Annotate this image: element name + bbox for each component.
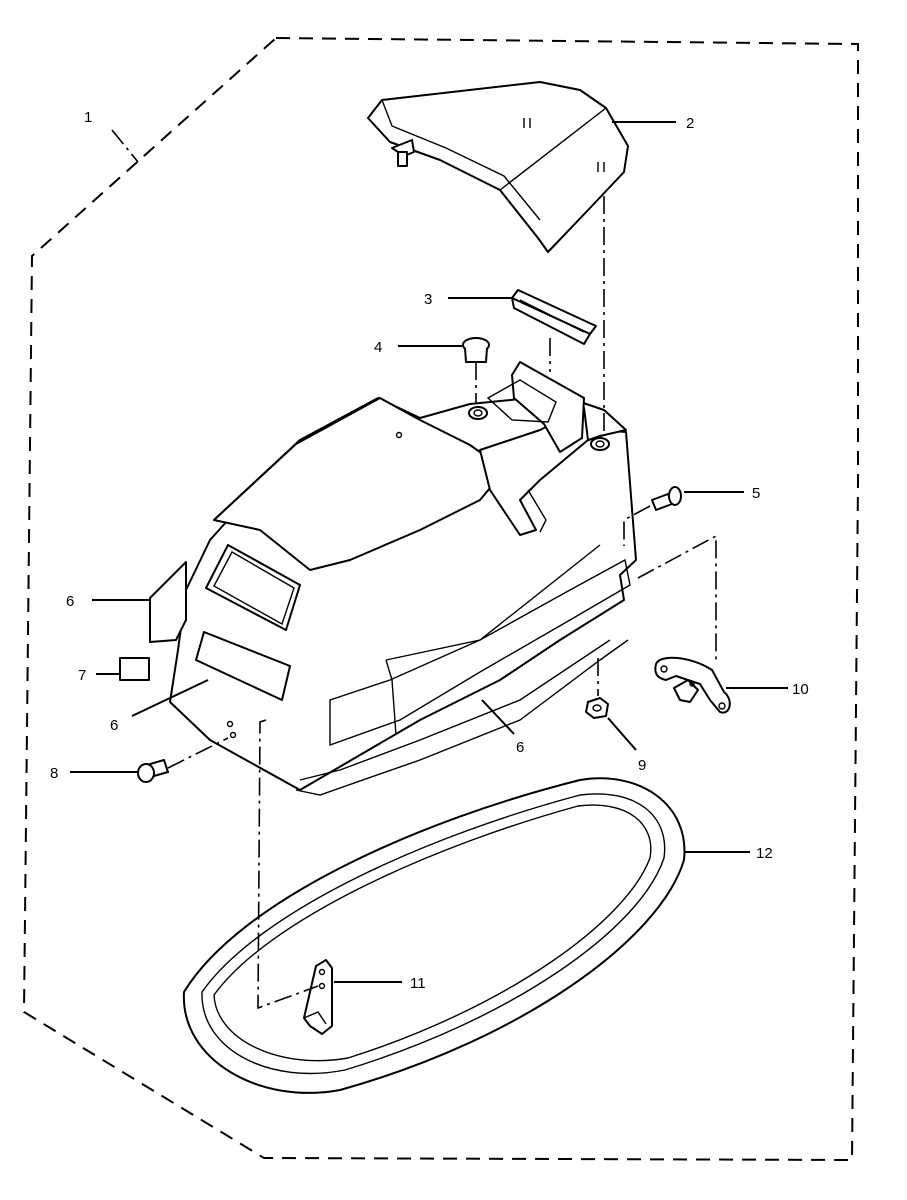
leader-6b bbox=[131, 679, 209, 717]
callout-10: 10 bbox=[792, 681, 809, 698]
callout-2: 2 bbox=[686, 115, 694, 132]
axis-hook11 bbox=[257, 719, 319, 1010]
callout-11: 11 bbox=[410, 975, 426, 992]
callout-6-side: 6 bbox=[516, 739, 524, 756]
nut-9 bbox=[585, 697, 609, 719]
axis-boundary-1 bbox=[111, 129, 139, 163]
assembly-boundary bbox=[22, 36, 859, 1162]
screw-8 bbox=[137, 759, 169, 783]
axis-screw5 bbox=[623, 505, 651, 546]
lower-cowl bbox=[169, 361, 637, 796]
screw-5 bbox=[651, 486, 682, 511]
callout-4: 4 bbox=[374, 339, 382, 356]
rubber-pad bbox=[511, 289, 597, 345]
callout-1: 1 bbox=[84, 109, 92, 126]
decal-left-flap bbox=[149, 561, 187, 643]
grommet-plug bbox=[462, 337, 490, 363]
callout-3: 3 bbox=[424, 291, 432, 308]
callout-7: 7 bbox=[78, 667, 86, 684]
latch-bracket-10 bbox=[654, 656, 731, 714]
axis-screw8 bbox=[167, 737, 229, 769]
axis-bracket10 bbox=[637, 534, 717, 662]
latch-hook-11 bbox=[303, 959, 333, 1035]
top-cover bbox=[367, 81, 629, 253]
leader-9 bbox=[607, 717, 637, 751]
callout-6-front: 6 bbox=[110, 717, 118, 734]
callout-12: 12 bbox=[756, 845, 773, 862]
callout-8: 8 bbox=[50, 765, 58, 782]
callout-6-left: 6 bbox=[66, 593, 74, 610]
callout-5: 5 bbox=[752, 485, 760, 502]
label-box-7 bbox=[119, 657, 150, 681]
decal-front bbox=[195, 631, 291, 701]
callout-9: 9 bbox=[638, 757, 646, 774]
leader-6c bbox=[481, 699, 515, 735]
